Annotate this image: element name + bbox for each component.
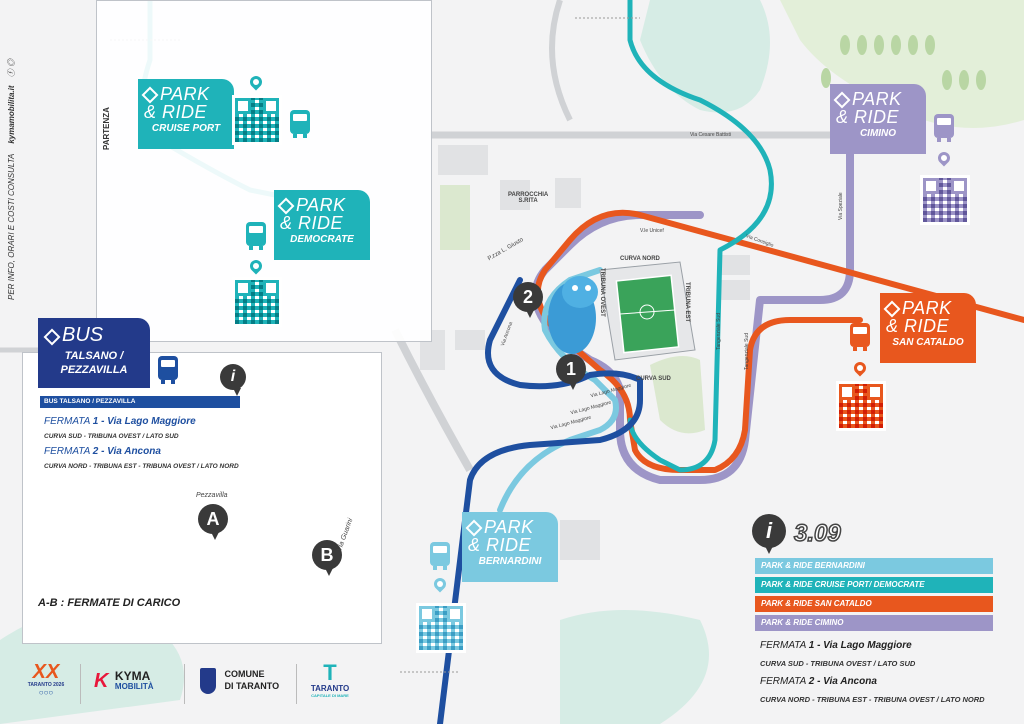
info-marker-icon: i: [752, 514, 786, 554]
loading-stops-note: A-B : FERMATE DI CARICO: [38, 597, 181, 609]
democrate-label: DEMOCRATE: [290, 234, 354, 245]
legend-item: PARK & RIDE BERNARDINI: [755, 558, 993, 574]
route-bus: [437, 277, 643, 724]
bus-icon: [290, 110, 310, 138]
bus-icon: [934, 114, 954, 142]
bus-icon: [246, 222, 266, 250]
qr-code-san-cataldo[interactable]: [836, 381, 886, 431]
san-cataldo-label: SAN CATALDO: [892, 337, 964, 348]
tree-row: [821, 35, 986, 90]
stop-b-marker: B: [312, 540, 342, 576]
bus-stop-2-desc: CURVA NORD - TRIBUNA EST - TRIBUNA OVEST…: [44, 463, 239, 470]
via-speziale-label: Via Speziale: [838, 192, 844, 220]
parking-icon: [43, 328, 61, 346]
qr-code-democrate[interactable]: [232, 277, 282, 327]
bus-icon: [158, 356, 178, 384]
qr-code-cruise-port[interactable]: [232, 95, 282, 145]
partenza-label: PARTENZA: [102, 107, 111, 150]
legend-item: PARK & RIDE SAN CATALDO: [755, 596, 993, 612]
sea-area-south2: [560, 610, 709, 724]
legend-code: 3.09: [793, 519, 841, 548]
sidebar-info: PER INFO, ORARI E COSTI CONSULTA kymamob…: [6, 20, 22, 300]
bus-label: BUS: [62, 324, 104, 346]
tribuna-est-label: TRIBUNA EST: [684, 282, 690, 323]
tangenziale-sud-label-2: Tangenziale Sud: [744, 333, 750, 370]
via-unicef-label: V.le Unicef: [640, 228, 664, 234]
bus-stop-1: FERMATA 1 - Via Lago Maggiore: [44, 416, 196, 427]
green-area-2: [650, 356, 705, 434]
park-ride-democrate-sign: PARK & RIDE DEMOCRATE: [274, 190, 370, 260]
bus-icon: [430, 542, 450, 570]
green-area: [440, 185, 470, 250]
coat-of-arms-icon: [200, 668, 216, 694]
bus-stop-2: FERMATA 2 - Via Ancona: [44, 446, 161, 457]
bus-stop-1-desc: CURVA SUD - TRIBUNA OVEST / LATO SUD: [44, 433, 179, 440]
qr-code-bernardini[interactable]: [416, 603, 466, 653]
legend-stop-2: FERMATA 2 - Via Ancona: [760, 676, 877, 687]
sea-area: [640, 0, 770, 113]
route-bernardini: [497, 267, 619, 513]
park-ride-bernardini-sign: PARK & RIDE BERNARDINI: [462, 512, 558, 582]
park-area: [780, 0, 1024, 128]
website-link[interactable]: kymamobilita.it: [7, 85, 16, 144]
cimino-label: CIMINO: [859, 128, 897, 139]
comune-taranto-logo: COMUNE DI TARANTO: [200, 668, 279, 694]
cruise-port-label: CRUISE PORT: [151, 123, 221, 134]
curva-sud-label: CURVA SUD: [636, 376, 671, 382]
consult-text: PER INFO, ORARI E COSTI CONSULTA: [7, 153, 16, 300]
legend-stop-1: FERMATA 1 - Via Lago Maggiore: [760, 640, 912, 651]
stop-1-marker: 1: [556, 354, 586, 390]
instagram-icon[interactable]: ◎: [7, 58, 16, 67]
legend-item: PARK & RIDE CIMINO: [755, 615, 993, 631]
bus-route-title: TALSANO / PEZZAVILLA: [60, 350, 128, 376]
info-marker-icon: i: [220, 364, 246, 396]
facebook-icon[interactable]: ⓕ: [7, 69, 16, 78]
pezzavilla-label: Pezzavilla: [196, 492, 228, 499]
qr-code-cimino[interactable]: [920, 175, 970, 225]
taranto-capitale-logo: T TARANTO CAPITALE DI MARE: [310, 660, 350, 699]
park-ride-cimino-sign: PARK & RIDE CIMINO: [830, 84, 926, 154]
kyma-logo: K KYMA MOBILITÀ: [94, 669, 154, 692]
via-cesare-battisti-label: Via Cesare Battisti: [690, 132, 732, 138]
bus-route-bar: BUS TALSANO / PEZZAVILLA: [40, 396, 240, 408]
bus-header: BUS TALSANO / PEZZAVILLA: [38, 318, 150, 388]
legend-stop-2-desc: CURVA NORD - TRIBUNA EST - TRIBUNA OVEST…: [760, 695, 985, 704]
stadium: [599, 261, 696, 361]
park-ride-cruise-port-sign: PARK & RIDE CRUISE PORT: [138, 79, 234, 149]
route-democrate: [627, 0, 774, 473]
bus-icon: [850, 323, 870, 351]
legend-item: PARK & RIDE CRUISE PORT/ DEMOCRATE: [755, 577, 993, 593]
stop-2-marker: 2: [513, 282, 543, 318]
park-ride-san-cataldo-sign: PARK & RIDE SAN CATALDO: [880, 293, 976, 363]
mascot: [548, 276, 598, 354]
tribuna-ovest-label: TRIBUNA OVEST: [599, 268, 605, 317]
legend-stop-1-desc: CURVA SUD - TRIBUNA OVEST / LATO SUD: [760, 659, 916, 668]
stop-a-marker: A: [198, 504, 228, 540]
taranto-2026-logo: XX TARANTO 2026 ○○○: [27, 661, 65, 697]
tangenziale-sud-label: Tangenziale Sud: [716, 313, 722, 350]
curva-nord-label: CURVA NORD: [620, 256, 660, 262]
bernardini-label: BERNARDINI: [478, 556, 542, 567]
